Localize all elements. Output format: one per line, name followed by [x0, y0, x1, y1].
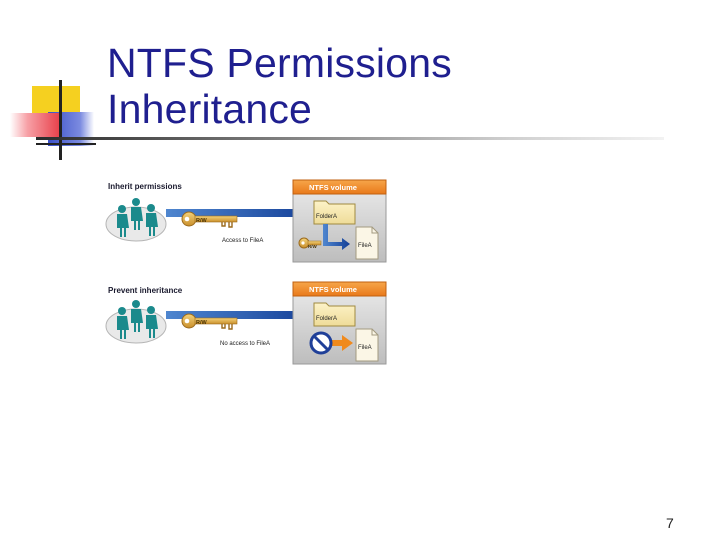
users-group-icon — [106, 300, 166, 343]
key-label: R/W — [196, 320, 208, 326]
prevent-heading: Prevent inheritance — [108, 286, 183, 295]
no-access-text: No access to FileA — [220, 341, 270, 347]
decor-red-bar — [10, 113, 60, 137]
prevent-section: Prevent inheritance R/W No access to Fil… — [106, 282, 386, 364]
access-text: Access to FileA — [222, 238, 263, 244]
volume-label: NTFS volume — [309, 183, 357, 192]
key-label: R/W — [196, 218, 208, 224]
title-underline — [36, 137, 664, 140]
decor-vertical-line — [59, 80, 62, 160]
folder-label: FolderA — [316, 316, 337, 322]
folder-label: FolderA — [316, 214, 337, 220]
page-number: 7 — [666, 515, 674, 531]
inherit-section: Inherit permissions R/W Access to FileA — [106, 180, 386, 262]
prohibited-icon — [311, 333, 331, 353]
file-label: FileA — [358, 345, 372, 351]
folder-icon — [314, 303, 355, 326]
users-group-icon — [106, 198, 166, 241]
title-line-1: NTFS Permissions — [107, 40, 452, 86]
title-line-2: Inheritance — [107, 86, 452, 132]
permissions-inheritance-diagram: Inherit permissions R/W Access to FileA — [104, 176, 394, 372]
volume-label: NTFS volume — [309, 285, 357, 294]
decor-horizontal-line — [36, 143, 96, 145]
file-key-label: R/W — [308, 244, 318, 249]
inherit-heading: Inherit permissions — [108, 182, 182, 191]
folder-icon — [314, 201, 355, 224]
slide-title: NTFS Permissions Inheritance — [107, 40, 452, 132]
file-label: FileA — [358, 243, 372, 249]
